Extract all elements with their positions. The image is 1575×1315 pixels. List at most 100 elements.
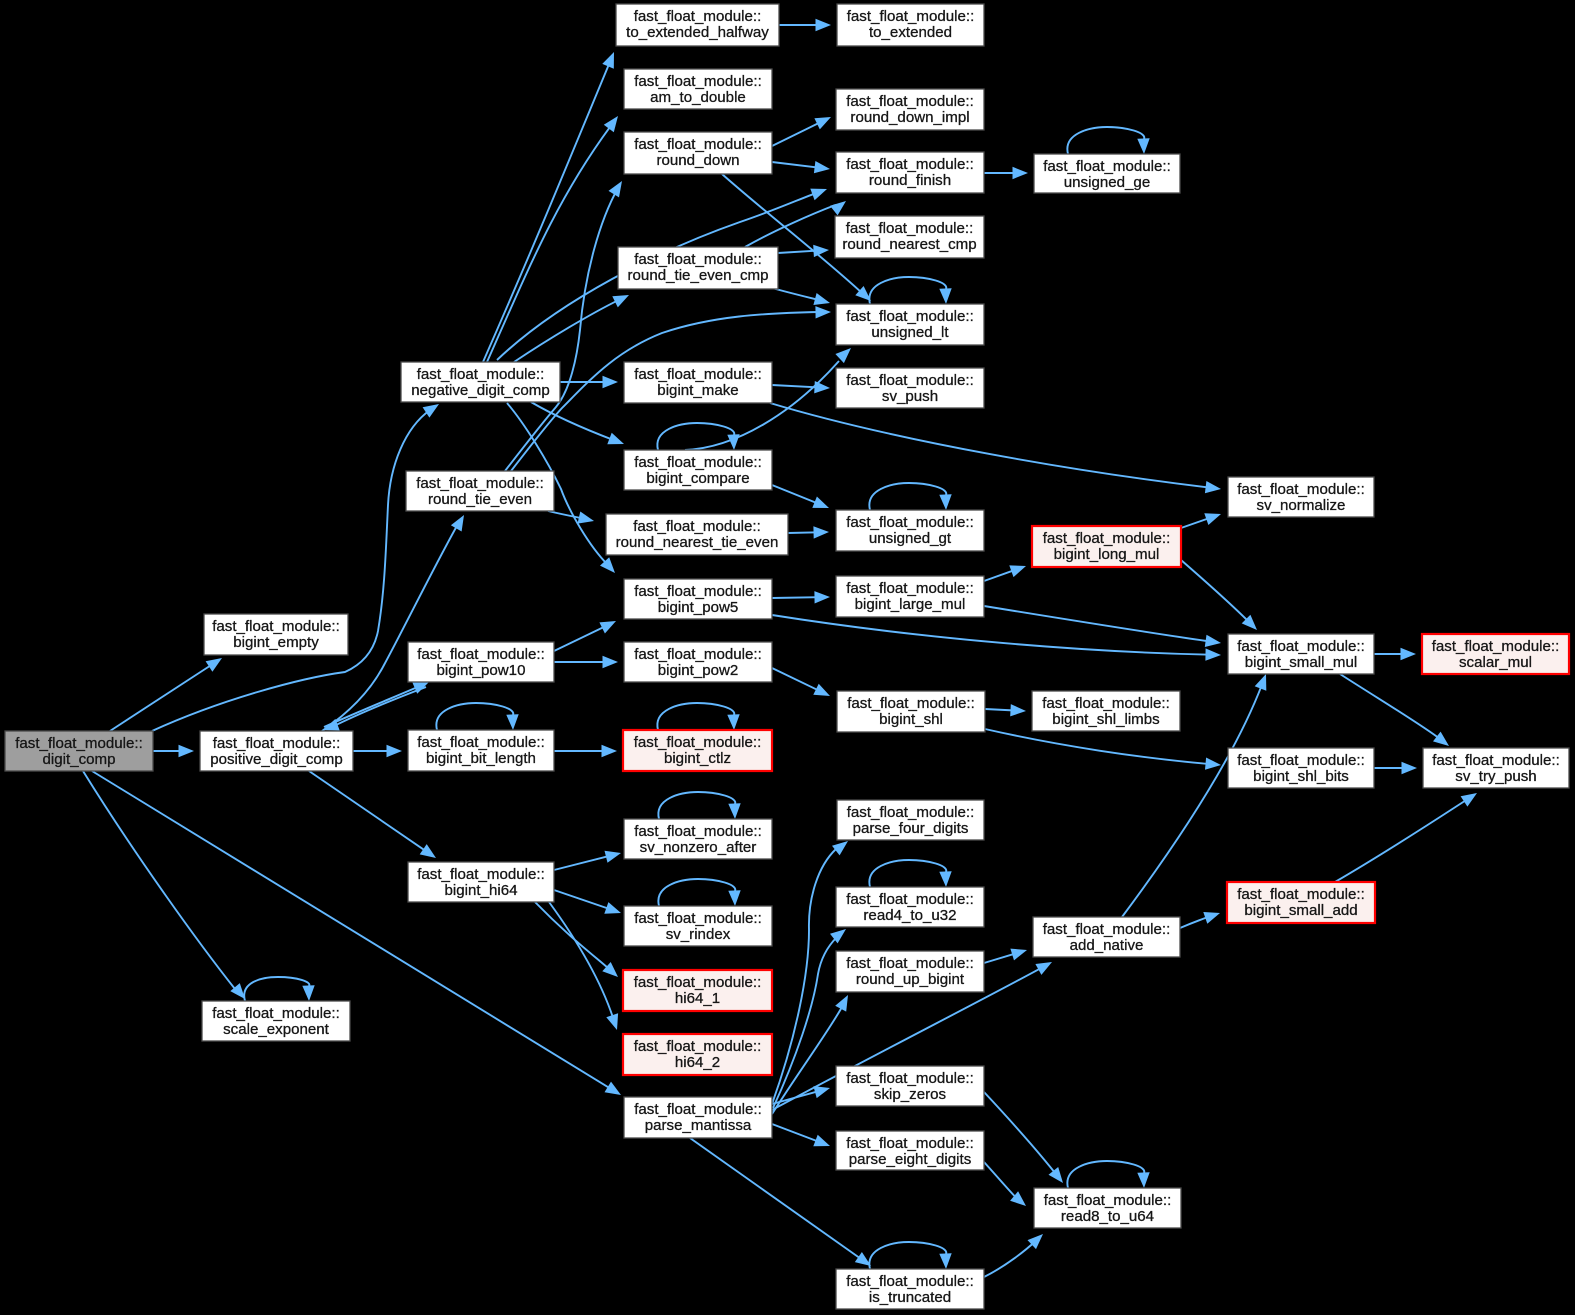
svg-text:add_native: add_native <box>1070 937 1144 954</box>
svg-text:sv_push: sv_push <box>882 388 938 405</box>
svg-text:fast_float_module::: fast_float_module:: <box>417 866 545 883</box>
svg-text:fast_float_module::: fast_float_module:: <box>1044 1192 1172 1209</box>
svg-text:bigint_shl: bigint_shl <box>879 711 943 728</box>
svg-text:fast_float_module::: fast_float_module:: <box>634 454 762 471</box>
svg-text:bigint_shl_bits: bigint_shl_bits <box>1253 768 1349 785</box>
svg-text:skip_zeros: skip_zeros <box>874 1086 946 1103</box>
svg-text:fast_float_module::: fast_float_module:: <box>634 1038 762 1055</box>
svg-text:bigint_long_mul: bigint_long_mul <box>1054 546 1160 563</box>
svg-text:bigint_large_mul: bigint_large_mul <box>855 596 966 613</box>
svg-text:fast_float_module::: fast_float_module:: <box>634 136 762 153</box>
svg-text:round_up_bigint: round_up_bigint <box>856 971 965 988</box>
svg-text:round_down: round_down <box>656 152 739 169</box>
svg-text:bigint_pow5: bigint_pow5 <box>658 599 739 616</box>
svg-text:round_nearest_tie_even: round_nearest_tie_even <box>616 534 779 551</box>
svg-text:digit_comp: digit_comp <box>43 751 116 768</box>
svg-text:fast_float_module::: fast_float_module:: <box>846 93 974 110</box>
svg-text:bigint_empty: bigint_empty <box>233 634 319 651</box>
svg-text:fast_float_module::: fast_float_module:: <box>1432 752 1560 769</box>
svg-text:bigint_pow2: bigint_pow2 <box>658 662 739 679</box>
svg-text:fast_float_module::: fast_float_module:: <box>846 156 974 173</box>
svg-text:is_truncated: is_truncated <box>869 1289 951 1306</box>
svg-text:fast_float_module::: fast_float_module:: <box>212 618 340 635</box>
svg-text:sv_nonzero_after: sv_nonzero_after <box>640 839 757 856</box>
svg-text:fast_float_module::: fast_float_module:: <box>634 583 762 600</box>
svg-text:fast_float_module::: fast_float_module:: <box>1043 530 1171 547</box>
svg-text:fast_float_module::: fast_float_module:: <box>846 1273 974 1290</box>
svg-text:sv_rindex: sv_rindex <box>666 926 731 943</box>
svg-text:fast_float_module::: fast_float_module:: <box>634 251 762 268</box>
svg-text:sv_normalize: sv_normalize <box>1257 497 1346 514</box>
svg-text:fast_float_module::: fast_float_module:: <box>1432 638 1560 655</box>
svg-text:unsigned_ge: unsigned_ge <box>1064 174 1150 191</box>
svg-text:parse_four_digits: parse_four_digits <box>853 820 969 837</box>
svg-text:fast_float_module::: fast_float_module:: <box>634 1101 762 1118</box>
svg-text:bigint_compare: bigint_compare <box>646 470 749 487</box>
svg-text:bigint_ctlz: bigint_ctlz <box>664 750 731 767</box>
svg-text:fast_float_module::: fast_float_module:: <box>1237 481 1365 498</box>
svg-text:round_tie_even_cmp: round_tie_even_cmp <box>628 267 769 284</box>
svg-text:fast_float_module::: fast_float_module:: <box>634 910 762 927</box>
svg-text:fast_float_module::: fast_float_module:: <box>1043 921 1171 938</box>
svg-text:bigint_bit_length: bigint_bit_length <box>426 750 536 767</box>
svg-text:bigint_shl_limbs: bigint_shl_limbs <box>1052 711 1159 728</box>
svg-text:unsigned_gt: unsigned_gt <box>869 530 952 547</box>
svg-text:unsigned_lt: unsigned_lt <box>871 324 949 341</box>
svg-text:fast_float_module::: fast_float_module:: <box>846 372 974 389</box>
svg-text:bigint_small_mul: bigint_small_mul <box>1245 654 1357 671</box>
svg-text:fast_float_module::: fast_float_module:: <box>846 514 974 531</box>
svg-text:fast_float_module::: fast_float_module:: <box>846 891 974 908</box>
svg-text:fast_float_module::: fast_float_module:: <box>1237 638 1365 655</box>
svg-text:fast_float_module::: fast_float_module:: <box>417 646 545 663</box>
svg-text:scalar_mul: scalar_mul <box>1459 654 1532 671</box>
svg-text:to_extended: to_extended <box>869 24 952 41</box>
svg-text:negative_digit_comp: negative_digit_comp <box>411 382 549 399</box>
svg-text:hi64_1: hi64_1 <box>675 990 720 1007</box>
svg-text:positive_digit_comp: positive_digit_comp <box>210 751 343 768</box>
svg-text:round_finish: round_finish <box>869 172 951 189</box>
svg-text:fast_float_module::: fast_float_module:: <box>417 366 545 383</box>
svg-text:to_extended_halfway: to_extended_halfway <box>626 24 769 41</box>
svg-text:bigint_make: bigint_make <box>657 382 738 399</box>
svg-text:hi64_2: hi64_2 <box>675 1054 720 1071</box>
svg-text:parse_eight_digits: parse_eight_digits <box>849 1151 972 1168</box>
svg-text:fast_float_module::: fast_float_module:: <box>846 308 974 325</box>
svg-text:fast_float_module::: fast_float_module:: <box>846 1135 974 1152</box>
svg-text:fast_float_module::: fast_float_module:: <box>212 1005 340 1022</box>
svg-text:bigint_small_add: bigint_small_add <box>1244 902 1357 919</box>
svg-text:bigint_pow10: bigint_pow10 <box>437 662 526 679</box>
svg-text:fast_float_module::: fast_float_module:: <box>633 518 761 535</box>
svg-text:round_tie_even: round_tie_even <box>428 491 532 508</box>
svg-text:fast_float_module::: fast_float_module:: <box>634 734 762 751</box>
svg-text:fast_float_module::: fast_float_module:: <box>634 73 762 90</box>
svg-text:fast_float_module::: fast_float_module:: <box>417 734 545 751</box>
svg-text:read8_to_u64: read8_to_u64 <box>1061 1208 1154 1225</box>
svg-text:fast_float_module::: fast_float_module:: <box>846 580 974 597</box>
svg-text:am_to_double: am_to_double <box>650 89 746 106</box>
svg-text:fast_float_module::: fast_float_module:: <box>634 366 762 383</box>
svg-text:round_down_impl: round_down_impl <box>850 109 969 126</box>
svg-text:fast_float_module::: fast_float_module:: <box>213 735 341 752</box>
svg-text:sv_try_push: sv_try_push <box>1455 768 1536 785</box>
svg-text:fast_float_module::: fast_float_module:: <box>1237 752 1365 769</box>
svg-text:fast_float_module::: fast_float_module:: <box>847 804 975 821</box>
svg-text:fast_float_module::: fast_float_module:: <box>634 646 762 663</box>
svg-text:fast_float_module::: fast_float_module:: <box>847 695 975 712</box>
svg-text:fast_float_module::: fast_float_module:: <box>634 974 762 991</box>
svg-text:fast_float_module::: fast_float_module:: <box>846 220 974 237</box>
svg-text:parse_mantissa: parse_mantissa <box>645 1117 752 1134</box>
svg-text:read4_to_u32: read4_to_u32 <box>863 907 956 924</box>
svg-text:fast_float_module::: fast_float_module:: <box>846 1070 974 1087</box>
svg-text:fast_float_module::: fast_float_module:: <box>1042 695 1170 712</box>
svg-text:fast_float_module::: fast_float_module:: <box>634 8 762 25</box>
svg-text:fast_float_module::: fast_float_module:: <box>634 823 762 840</box>
svg-text:scale_exponent: scale_exponent <box>223 1021 330 1038</box>
svg-text:fast_float_module::: fast_float_module:: <box>846 955 974 972</box>
svg-text:fast_float_module::: fast_float_module:: <box>15 735 143 752</box>
svg-text:fast_float_module::: fast_float_module:: <box>1043 158 1171 175</box>
svg-text:fast_float_module::: fast_float_module:: <box>847 8 975 25</box>
svg-text:fast_float_module::: fast_float_module:: <box>1237 886 1365 903</box>
svg-text:fast_float_module::: fast_float_module:: <box>416 475 544 492</box>
svg-text:round_nearest_cmp: round_nearest_cmp <box>842 236 976 253</box>
svg-text:bigint_hi64: bigint_hi64 <box>444 882 517 899</box>
